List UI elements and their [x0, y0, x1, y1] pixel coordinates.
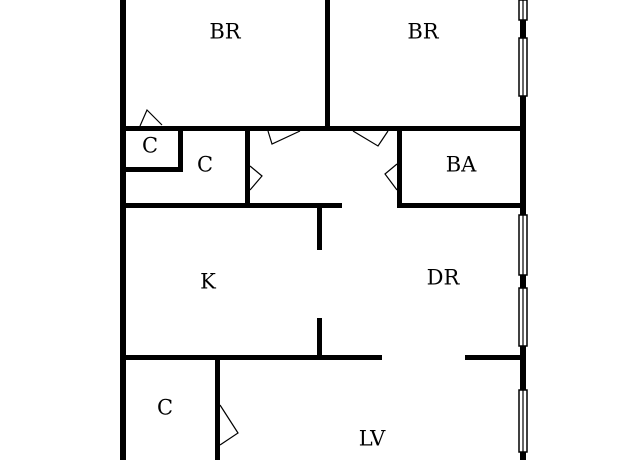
- door-bedroom-right-hall: [352, 130, 389, 147]
- wall-bath-bottom: [397, 203, 526, 208]
- wall-living-top-right: [465, 355, 526, 360]
- wall-bath-left: [397, 126, 402, 208]
- window-living: [518, 389, 528, 453]
- doors: [139, 108, 398, 446]
- wall-kitchen-right-upper: [317, 203, 322, 250]
- room-label-bathroom: BA: [446, 153, 477, 177]
- wall-hall-closet-right: [245, 126, 250, 208]
- wall-lower-closet-right: [215, 358, 220, 460]
- wall-living-top-left: [120, 355, 382, 360]
- window-bedroom: [518, 37, 528, 97]
- wall-small-closet-right: [178, 126, 183, 172]
- room-label-bedroom-1: BR: [209, 20, 241, 44]
- walls: [120, 0, 526, 460]
- wall-kitchen-top: [120, 203, 342, 208]
- windows: [518, 0, 528, 453]
- room-label-closet-small: C: [142, 134, 158, 158]
- wall-small-closet-bottom: [120, 167, 183, 172]
- wall-bedrooms-bottom: [120, 126, 526, 131]
- room-label-kitchen: K: [200, 270, 216, 294]
- room-label-dining-room: DR: [427, 266, 461, 290]
- room-label-living-room: LV: [359, 427, 386, 451]
- window-dining-upper: [518, 214, 528, 276]
- room-label-closet-lower: C: [157, 396, 173, 420]
- room-label-bedroom-2: BR: [407, 20, 439, 44]
- wall-bedroom-divider: [325, 0, 330, 130]
- room-labels: BR BR C C BA K DR C LV: [142, 20, 477, 451]
- door-bedroom-left-hall: [267, 130, 301, 145]
- door-bathroom: [384, 163, 398, 191]
- window-dining-lower: [518, 287, 528, 347]
- window-top: [518, 0, 528, 21]
- wall-left-exterior: [120, 0, 126, 460]
- room-label-closet-hall: C: [197, 153, 213, 177]
- door-hall-closet: [249, 165, 263, 191]
- door-bedroom-left: [139, 108, 163, 127]
- wall-kitchen-right-lower: [317, 318, 322, 358]
- door-lower-closet: [219, 404, 239, 446]
